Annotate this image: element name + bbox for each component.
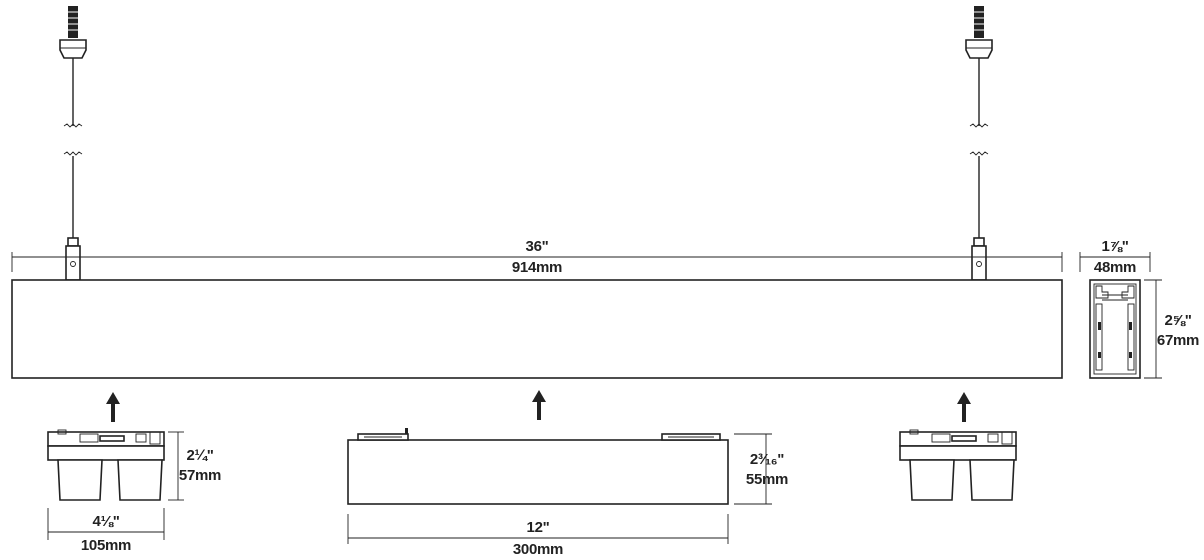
profile-cross-section [1089,279,1141,379]
luminaire-housing [11,279,1063,379]
length-mm-label: 914mm [512,259,562,276]
spot-module-width-dimension [47,508,165,540]
linear-module-length-dimension [347,514,729,544]
spot-module-width-inches-label: 4⅛" [92,513,119,530]
profile-width-mm-label: 48mm [1094,259,1136,276]
linear-module-height-mm-label: 55mm [746,471,788,488]
profile-height-inches-label: 2⅝" [1164,312,1191,329]
linear-module-height-dimension [734,433,772,505]
insert-arrow-icon [106,392,120,422]
spot-module-left [47,429,165,501]
suspension-cable-left [59,6,87,281]
linear-module-height-inches-label: 2³⁄₁₆" [750,451,784,468]
profile-height-dimension [1144,279,1162,379]
insert-arrow-icon [957,392,971,422]
insert-arrow-icon [532,390,546,420]
spot-module-right [899,429,1017,501]
linear-module [347,428,729,505]
spot-module-width-mm-label: 105mm [81,537,131,554]
linear-module-length-mm-label: 300mm [513,541,563,558]
spot-module-height-mm-label: 57mm [179,467,221,484]
spot-module-left-height-dimension [168,431,184,501]
spot-module-height-inches-label: 2¼" [186,447,213,464]
length-inches-label: 36" [526,238,549,255]
linear-module-length-inches-label: 12" [527,519,550,536]
profile-width-dimension [1079,252,1151,272]
profile-width-inches-label: 1⅞" [1101,238,1128,255]
length-dimension [11,252,1063,272]
profile-height-mm-label: 67mm [1157,332,1199,349]
suspension-cable-right [965,6,993,281]
